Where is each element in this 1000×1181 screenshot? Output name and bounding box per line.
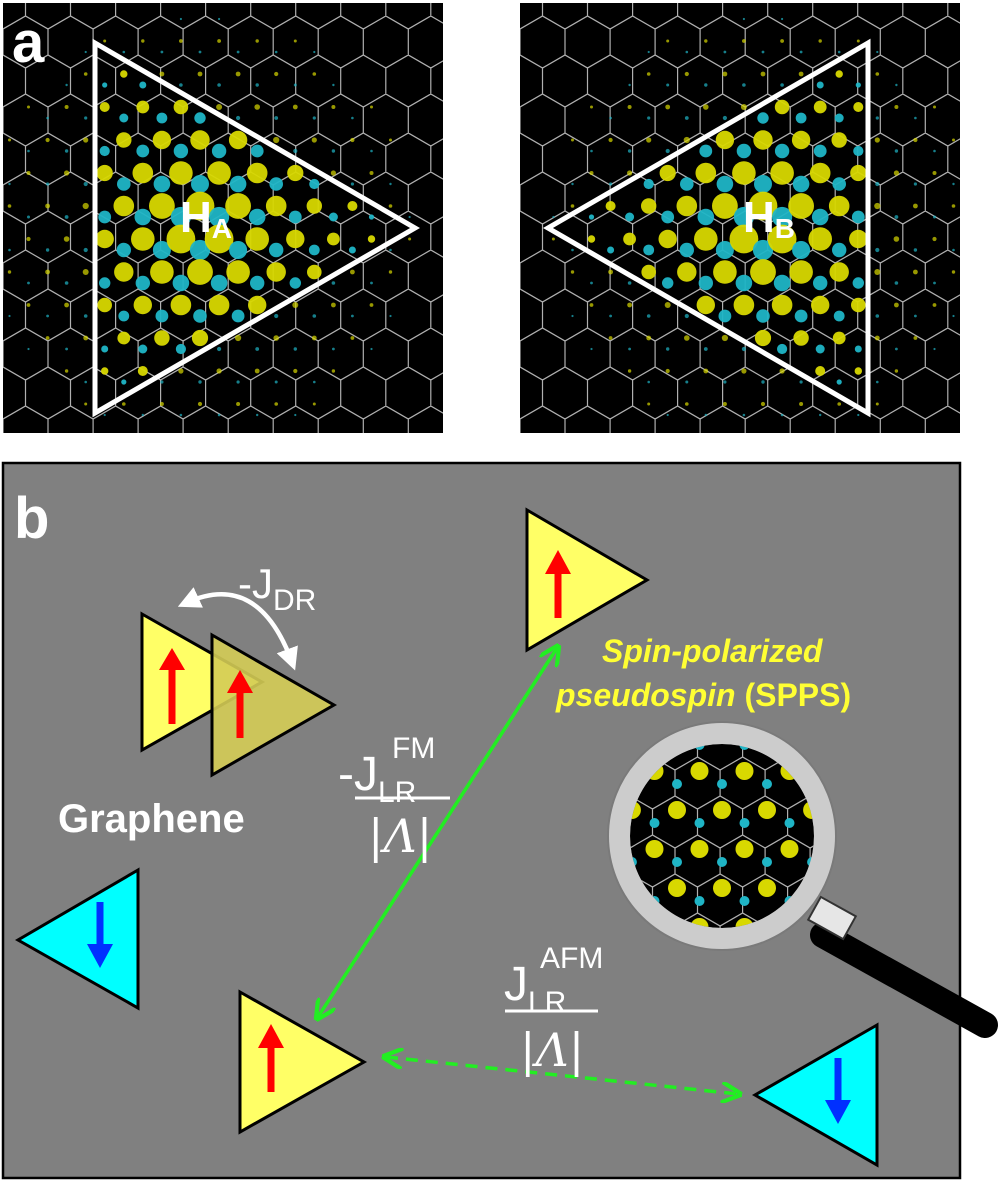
spin-up-arrow-icon	[545, 550, 571, 618]
afm-coupling-label: JLR AFM |Λ|	[504, 942, 603, 1077]
spps-title-line1: Spin-polarized	[602, 633, 824, 669]
svg-text:FM: FM	[392, 732, 435, 765]
svg-text:|Λ|: |Λ|	[368, 809, 432, 863]
spin-density-map	[7, 17, 412, 417]
graphene-label: Graphene	[58, 797, 245, 841]
site-label-hb: HB	[743, 193, 795, 244]
dr-coupling-label: -JDR	[238, 560, 316, 617]
panel-a-left: HA a	[3, 3, 443, 433]
spin-up-arrow-icon	[258, 1024, 284, 1092]
magnifier-icon	[607, 721, 998, 1038]
spin-down-arrow-icon	[825, 1058, 851, 1124]
panel-label-b: b	[14, 486, 49, 551]
fm-coupling-label: -JLR FM |Λ|	[338, 732, 450, 863]
spin-up-arrow-icon	[227, 670, 253, 738]
spin-down-arrow-icon	[87, 902, 113, 968]
triangular-domain-outline	[543, 38, 871, 418]
site-label-ha: HA	[180, 193, 232, 244]
spin-down-domain	[751, 1022, 879, 1168]
panel-label-a: a	[12, 10, 45, 75]
svg-text:|Λ|: |Λ|	[520, 1023, 584, 1077]
panel-a-right: HB	[520, 3, 960, 433]
spin-down-domain	[14, 867, 140, 1011]
svg-text:AFM: AFM	[540, 942, 603, 975]
triangular-domain-outline	[92, 38, 420, 418]
graphene-lattice	[3, 3, 443, 433]
fm-coupling-line	[318, 648, 557, 1017]
panel-b: b -JDR Graphene	[1, 461, 998, 1180]
spin-density-map	[551, 17, 956, 417]
svg-text:JLR: JLR	[504, 958, 566, 1019]
spps-title-line2: pseudospin (SPPS)	[555, 677, 851, 713]
svg-text:-JLR: -JLR	[338, 748, 416, 809]
curved-double-arrow-icon	[177, 587, 298, 671]
